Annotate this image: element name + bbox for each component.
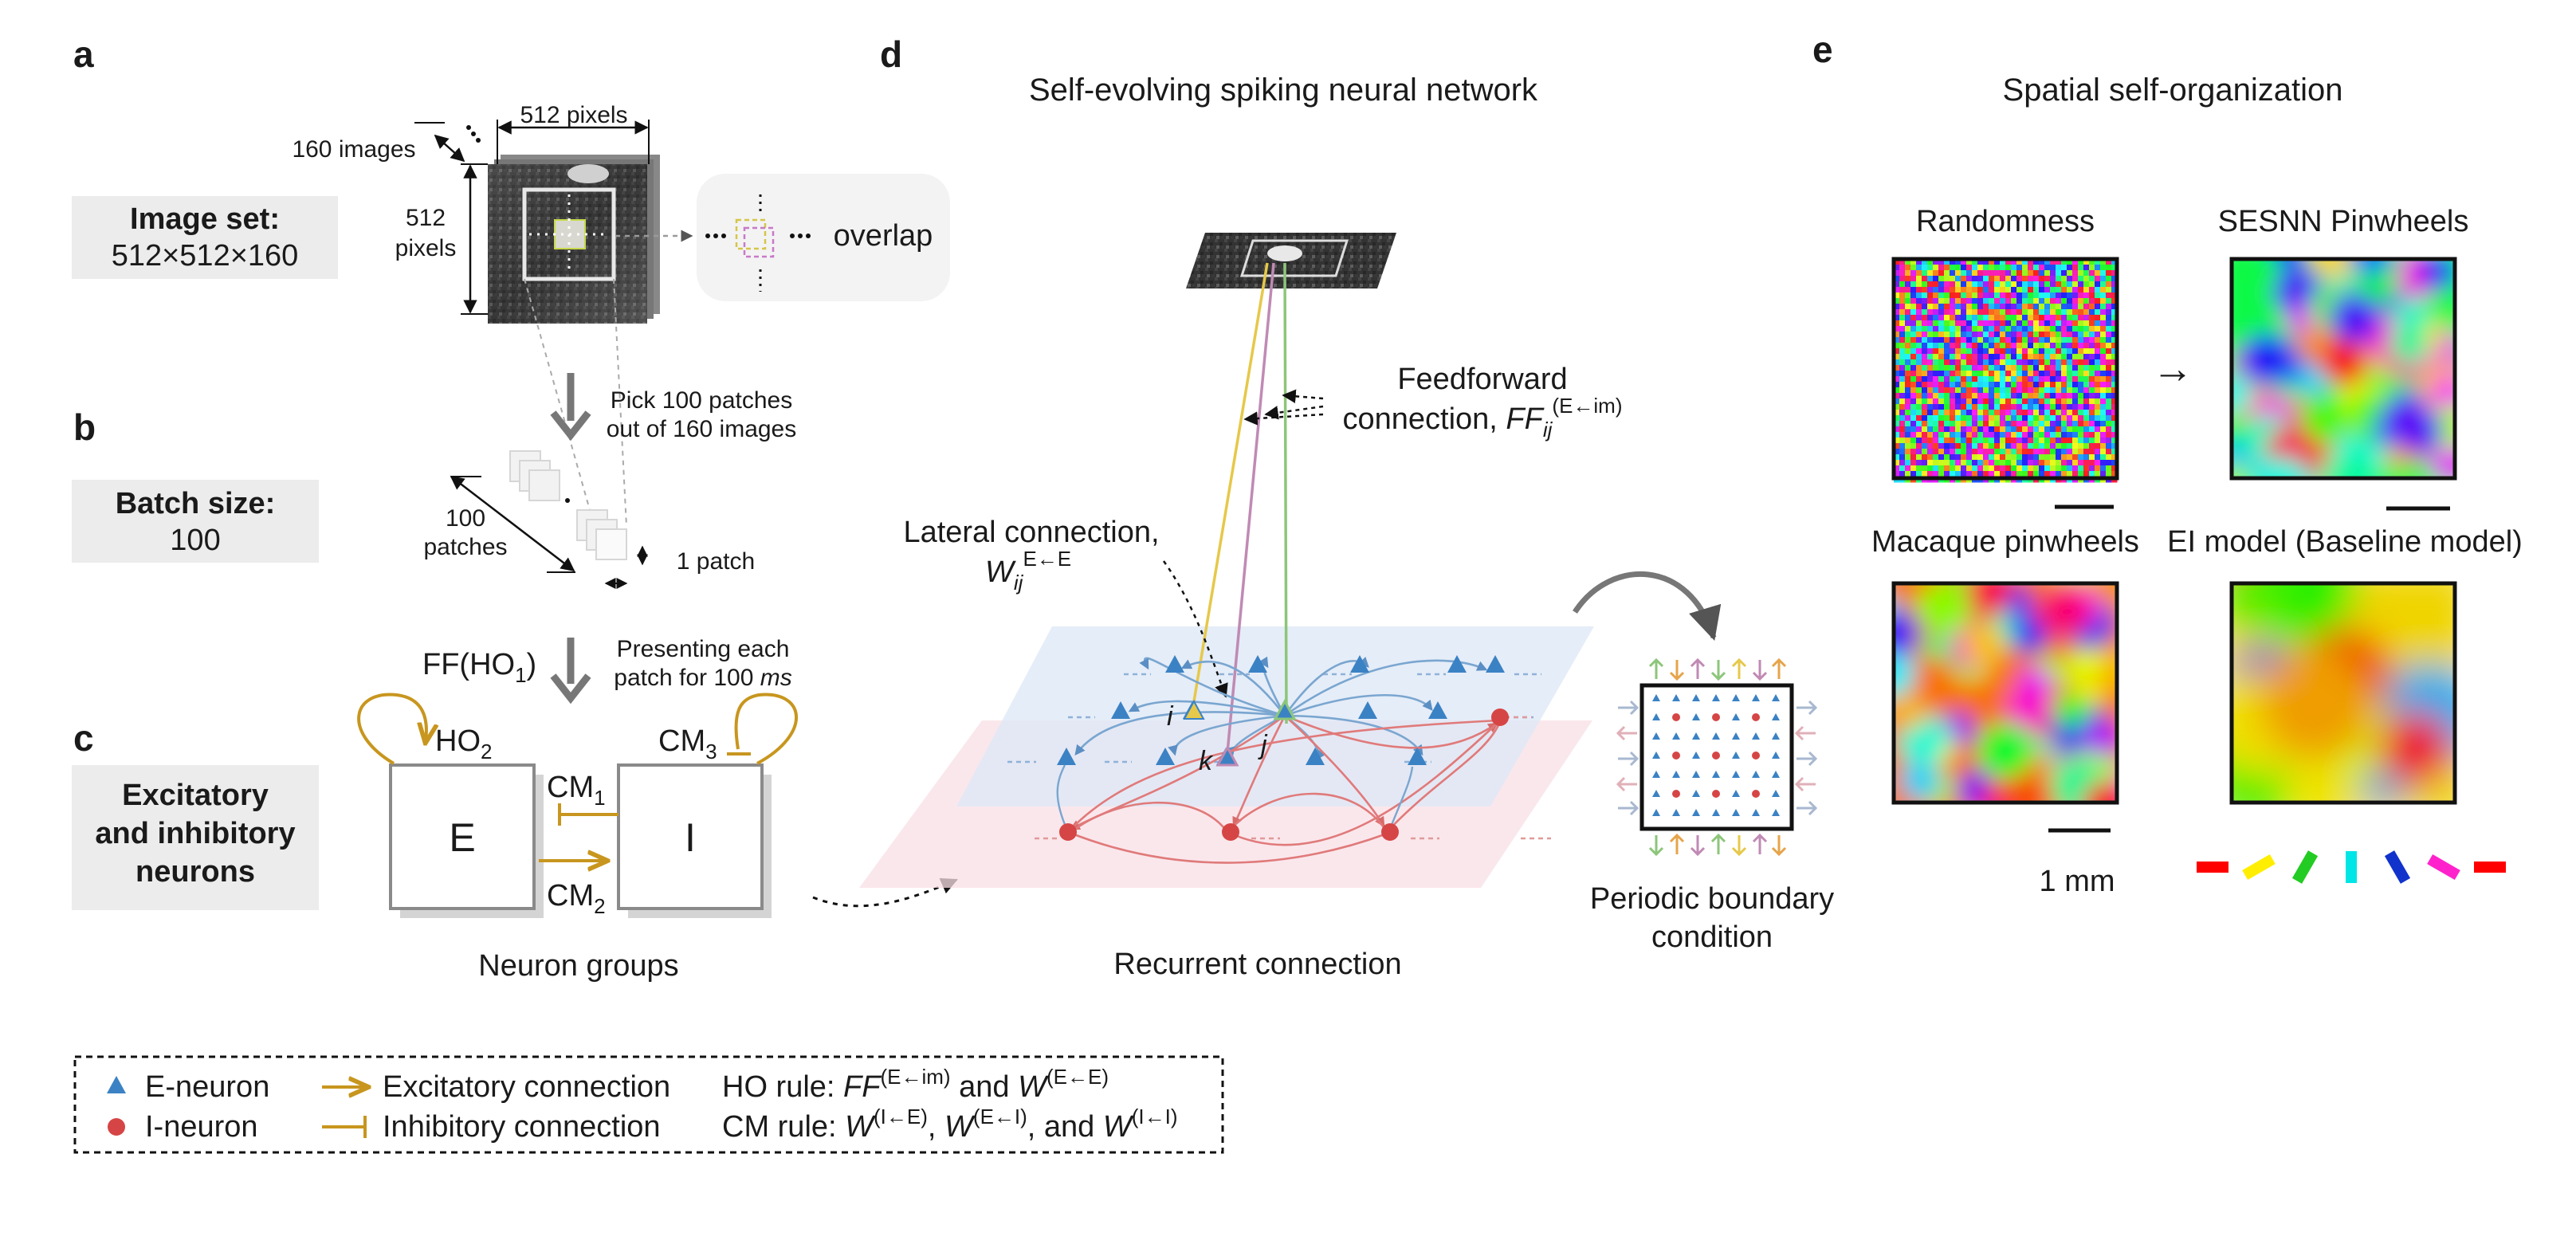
- neuron-groups-caption: Neuron groups: [478, 949, 678, 983]
- periodic-boundary-grid: [1616, 657, 1818, 857]
- present-label-1: Presenting each: [617, 636, 790, 662]
- panel-letter-d: d: [880, 33, 902, 75]
- ho2-label: HO2: [435, 724, 492, 763]
- scale-label: 1 mm: [2040, 865, 2115, 898]
- image-set-title: Image set:: [130, 202, 280, 236]
- e-group-box: [389, 763, 536, 910]
- patch-stack: [509, 450, 627, 560]
- width-label: 512 pixels: [520, 102, 627, 128]
- panel-d: d Self-evolving spiking neural network F…: [859, 33, 1834, 981]
- legend-e-neuron: E-neuron: [145, 1070, 269, 1104]
- ho-rule: HO rule: FF(E←im) and W(E←E): [722, 1065, 1109, 1104]
- lateral-label: Lateral connection,: [903, 516, 1159, 549]
- panel-e: e Spatial self-organization Randomness S…: [1812, 29, 2523, 898]
- batch-size-box: [72, 480, 319, 563]
- orientation-bar: [2197, 862, 2228, 873]
- orientation-bar: [2242, 854, 2276, 881]
- ho2-loop: [357, 693, 426, 765]
- transition-arrow: →: [2152, 346, 2193, 392]
- node-j-label: j: [1258, 730, 1268, 760]
- lateral-symbol: WijE←E: [985, 547, 1071, 595]
- batch-size-value: 100: [170, 524, 220, 557]
- ff-ho1-label: FF(HO1): [422, 648, 536, 687]
- legend: E-neuron I-neuron Excitatory connection …: [73, 1055, 1224, 1154]
- orientation-bar: [2384, 850, 2411, 884]
- label-ei-model: EI model (Baseline model): [2167, 525, 2523, 559]
- height-label-1: 512: [406, 205, 446, 231]
- neurons-line-2: and inhibitory: [95, 817, 295, 850]
- random-map: [1891, 257, 2119, 483]
- image-set-box: [72, 196, 338, 279]
- ff-label-1: Feedforward: [1397, 363, 1567, 396]
- ei-model-map: [2229, 581, 2457, 805]
- pbc-label-2: condition: [1651, 920, 1773, 954]
- orientation-bar: [2346, 851, 2357, 883]
- cm3-loop: [734, 693, 798, 765]
- image-stack: [488, 155, 660, 324]
- legend-i-neuron: I-neuron: [145, 1110, 258, 1144]
- height-label-2: pixels: [395, 235, 457, 261]
- panel-a: a Image set: 512×512×160 512 pixels 512 …: [72, 33, 950, 527]
- pick-label-2: out of 160 images: [607, 416, 797, 442]
- recurrent-caption: Recurrent connection: [1113, 948, 1401, 981]
- i-group-label: I: [685, 815, 696, 860]
- crop-frame: [522, 187, 616, 281]
- i-lateral-connections: [1067, 714, 1500, 864]
- cm3-label: CM3: [658, 724, 717, 763]
- batch-size-title: Batch size:: [116, 487, 276, 520]
- node-k-label: k: [1199, 746, 1214, 776]
- patches-label-2: patches: [423, 534, 507, 560]
- present-label-2: patch for 100 ms: [614, 665, 791, 691]
- i-group-box: [617, 763, 764, 910]
- legend-inhibitory: Inhibitory connection: [383, 1110, 661, 1144]
- pbc-label-1: Periodic boundary: [1590, 882, 1834, 916]
- i-neuron-legend-icon: [108, 1118, 125, 1136]
- overlap-label: overlap: [834, 219, 933, 253]
- e-neuron-legend-icon: [107, 1076, 126, 1093]
- cm1-label: CM1: [547, 771, 606, 810]
- legend-box: [73, 1055, 1224, 1154]
- panel-letter-b: b: [73, 406, 96, 448]
- cm2-label: CM2: [547, 879, 606, 918]
- patches-label-1: 100: [446, 505, 485, 532]
- neurons-box: [72, 765, 319, 910]
- i-neurons: [1059, 708, 1509, 841]
- neurons-line-1: Excitatory: [122, 779, 269, 812]
- node-i-label: i: [1167, 701, 1174, 732]
- image-set-value: 512×512×160: [112, 239, 299, 273]
- label-sesnn: SESNN Pinwheels: [2218, 205, 2469, 238]
- label-macaque: Macaque pinwheels: [1871, 525, 2139, 559]
- sesnn-map: [2229, 257, 2457, 481]
- legend-excitatory: Excitatory connection: [383, 1070, 670, 1104]
- cm-rule: CM rule: W(I←E), W(E←I), and W(I←I): [722, 1105, 1178, 1144]
- neurons-line-3: neurons: [135, 855, 255, 889]
- macaque-map: [1891, 581, 2119, 805]
- orientation-bar: [2474, 862, 2506, 873]
- input-image: [1186, 233, 1396, 288]
- panel-letter-c: c: [73, 717, 94, 759]
- orientation-bar: [2427, 854, 2460, 881]
- self-organization-title: Spatial self-organization: [2003, 73, 2343, 108]
- panel-c: c Excitatory and inhibitory neurons FF(H…: [72, 636, 958, 983]
- e-group-label: E: [449, 815, 475, 860]
- images-label: 160 images: [292, 136, 415, 163]
- panel-letter-a: a: [73, 33, 94, 75]
- network-title: Self-evolving spiking neural network: [1029, 73, 1538, 108]
- one-patch-label: 1 patch: [677, 548, 755, 575]
- panel-b: b Batch size: 100 Pick 100 patches out o…: [72, 373, 797, 589]
- label-randomness: Randomness: [1916, 205, 2095, 238]
- orientation-color-key: [2197, 850, 2506, 884]
- panel-letter-e: e: [1812, 29, 1833, 70]
- orientation-bar: [2291, 850, 2319, 884]
- ff-label-2: connection, FFij(E←im): [1342, 394, 1622, 442]
- pick-label-1: Pick 100 patches: [611, 387, 792, 414]
